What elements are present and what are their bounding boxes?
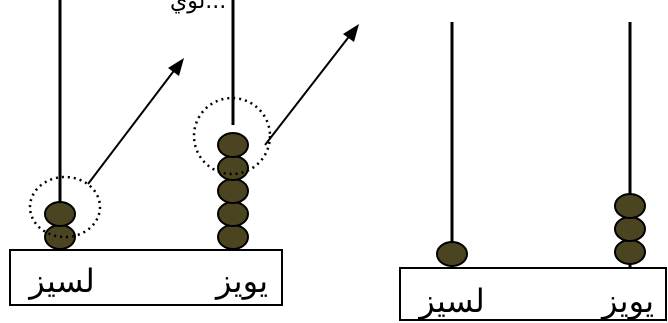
left-abacus: لسيز يويز: [9, 0, 359, 306]
right-abacus-base: [399, 267, 667, 321]
right-rod-2-beads: [614, 193, 646, 265]
left-abacus-label-2: يويز: [214, 262, 268, 300]
right-abacus: لسيز يويز: [399, 22, 667, 321]
top-caption: لوي...: [170, 0, 226, 14]
bead: [44, 224, 76, 250]
bead: [614, 239, 646, 265]
bead: [614, 193, 646, 219]
bead: [217, 178, 249, 204]
arrow-left-rod-1: [87, 58, 184, 185]
left-rod-1-beads: [44, 201, 76, 250]
bead: [614, 216, 646, 242]
bead: [217, 201, 249, 227]
arrow-left-rod-2: [264, 24, 359, 146]
left-rod-2-beads: [217, 132, 249, 250]
bead: [217, 132, 249, 158]
left-abacus-label-1: لسيز: [27, 262, 95, 300]
bead: [217, 155, 249, 181]
highlight-circle-left-rod-2: [192, 96, 272, 176]
right-abacus-label-1: لسيز: [417, 282, 485, 320]
bead: [217, 224, 249, 250]
bead: [436, 241, 468, 267]
right-rod-1-beads: [436, 241, 468, 267]
right-abacus-label-2: يويز: [600, 282, 654, 320]
left-abacus-base: [9, 249, 283, 306]
highlight-circle-left-rod-1: [28, 175, 102, 239]
bead: [44, 201, 76, 227]
